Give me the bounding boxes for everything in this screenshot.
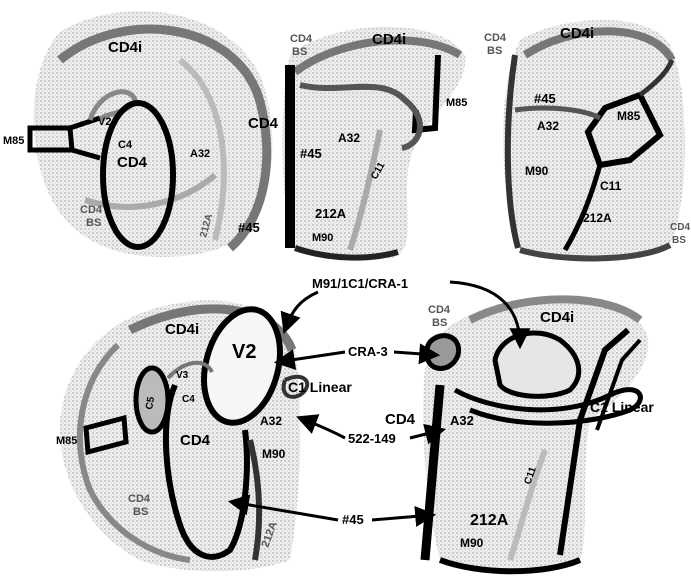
label-a32: A32 [190,148,210,160]
label-m90: M90 [525,164,549,178]
view-bottom-left: CD4i V2 V3 C5 C4 M85 CD4 A32 M90 212A CD… [56,300,352,571]
label-v3: V3 [176,370,189,381]
label-cd4: CD4 [385,411,416,428]
label-45: #45 [300,146,322,161]
label-m85: M85 [617,109,641,123]
label-cd4i: CD4i [560,25,594,42]
label-cd4bs: CD4 [128,493,151,505]
label-212a: 212A [315,206,347,221]
label-cd4bs: CD4 [428,304,451,316]
label-212a: 212A [470,512,509,529]
arrow-m91-to-left [285,292,318,330]
label-c1-linear: C1 Linear [288,379,352,395]
label-m90: M90 [312,232,333,244]
label-cd4i: CD4i [165,321,199,338]
label-45: #45 [534,91,556,106]
label-cd4i: CD4i [108,39,142,56]
label-c11: C11 [600,179,622,193]
label-cd4: CD4 [117,154,148,171]
label-cd4bs-edge: BS [672,235,686,246]
label-m90: M90 [460,536,484,550]
label-m85: M85 [3,135,24,147]
label-c4: C4 [182,394,195,405]
label-c1-linear: C1 Linear [590,399,654,415]
label-45-outside: #45 [238,220,260,235]
label-cd4bs: BS [86,217,101,229]
label-cd4: CD4 [180,432,211,449]
label-a32: A32 [260,414,282,428]
callout-45: #45 [342,512,364,527]
label-a32: A32 [537,119,559,133]
label-cd4bs: BS [432,317,447,329]
label-cd4i: CD4i [372,31,406,48]
arrow-522-to-left [300,418,345,438]
view-top-middle: CD4 BS CD4i M85 CD4 A32 #45 C11 212A M90… [238,27,467,260]
label-v2: V2 [232,341,256,363]
label-cd4bs-edge: CD4 [670,222,690,233]
callout-522-149: 522-149 [348,431,396,446]
callout-m91-1c1-cra1: M91/1C1/CRA-1 [312,276,408,291]
label-c4: C4 [118,139,133,151]
label-212a: 212A [583,211,612,225]
label-m85: M85 [446,97,467,109]
label-a32: A32 [450,413,474,428]
label-a32: A32 [338,131,360,145]
label-cd4bs: BS [292,46,307,58]
arrow-45-to-right [372,515,432,520]
label-cd4i: CD4i [540,309,574,326]
label-cd4bs: CD4 [80,204,103,216]
view-top-left: CD4i V2 C4 CD4 A32 M85 CD4 BS 212A [3,11,272,257]
label-cd4bs: BS [133,506,148,518]
label-v2: V2 [98,116,111,128]
label-m85: M85 [56,435,77,447]
label-cd4: CD4 [248,115,279,132]
label-cd4bs: CD4 [484,32,507,44]
m91-blob [495,333,579,396]
label-c5: C5 [144,396,157,411]
callout-cra3: CRA-3 [348,344,388,359]
label-cd4bs: BS [487,45,502,57]
cd4bs-outline [427,336,459,369]
label-m90: M90 [262,447,286,461]
view-top-right: CD4 BS CD4i #45 A32 M85 M90 C11 212A CD4… [484,20,690,258]
label-cd4bs: CD4 [290,33,313,45]
